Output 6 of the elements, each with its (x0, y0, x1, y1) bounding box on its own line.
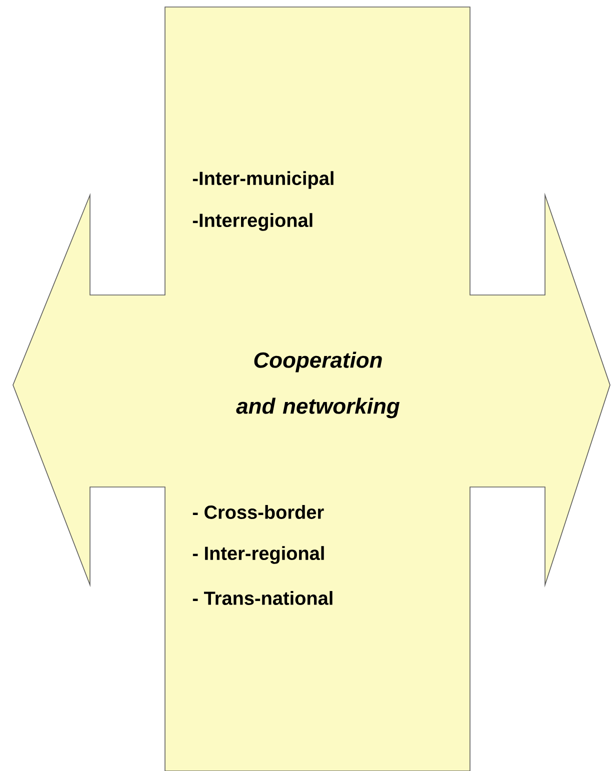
list-item: - Trans-national (192, 591, 332, 605)
list-item: - Inter-regional (192, 546, 324, 564)
heading-text: Cooperation and networking (236, 352, 400, 418)
list-item: -Inter-municipal (192, 171, 334, 189)
list-item: -Interregional (192, 213, 312, 231)
list-item: - Cross-border (192, 505, 324, 519)
